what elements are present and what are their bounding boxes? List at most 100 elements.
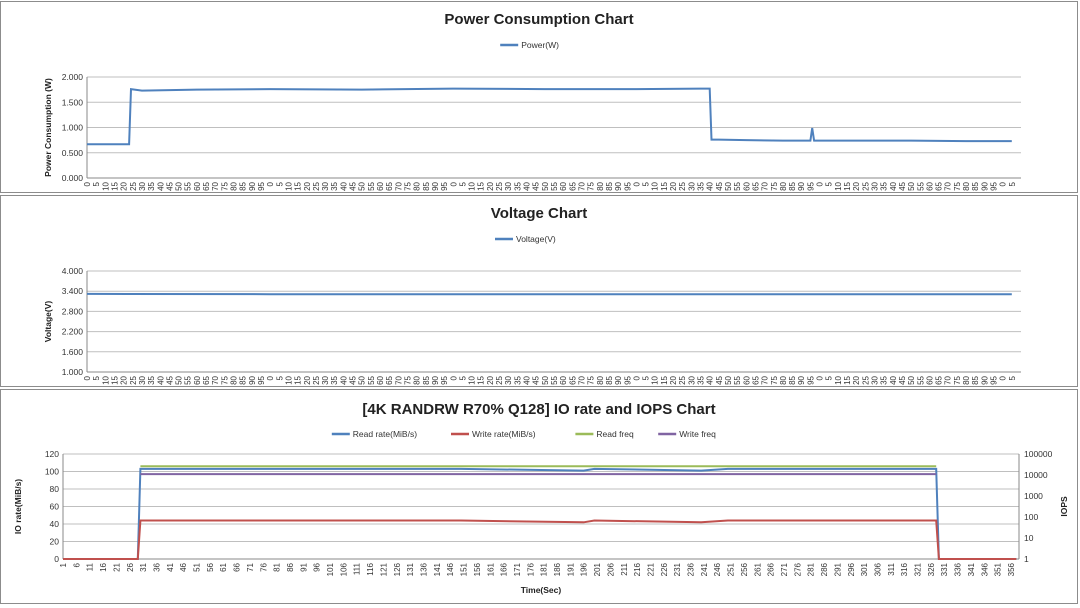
x-tick-label: 85 bbox=[605, 181, 614, 190]
x-tick-label: 271 bbox=[780, 562, 789, 576]
x-tick-label: 25 bbox=[678, 375, 687, 384]
x-tick-label: 20 bbox=[852, 181, 861, 190]
x-tick-label: 10 bbox=[834, 375, 843, 384]
x-tick-label: 0 bbox=[266, 375, 275, 380]
x-tick-label: 60 bbox=[193, 181, 202, 190]
x-tick-label: 146 bbox=[446, 562, 455, 576]
x-tick-label: 15 bbox=[660, 181, 669, 190]
x-tick-label: 5 bbox=[642, 181, 651, 186]
y-axis-label: Voltage(V) bbox=[43, 301, 53, 343]
x-tick-label: 90 bbox=[980, 181, 989, 190]
x-tick-label: 55 bbox=[550, 181, 559, 190]
x-tick-label: 20 bbox=[120, 181, 129, 190]
x-tick-label: 331 bbox=[940, 562, 949, 576]
y-axis-label: IO rate(MiB/s) bbox=[13, 479, 23, 534]
x-tick-label: 5 bbox=[642, 375, 651, 380]
x-tick-label: 85 bbox=[422, 181, 431, 190]
x-tick-label: 206 bbox=[606, 562, 615, 576]
x-tick-label: 35 bbox=[147, 375, 156, 384]
legend-label: Read rate(MiB/s) bbox=[353, 429, 417, 439]
x-tick-label: 15 bbox=[294, 375, 303, 384]
x-tick-label: 10 bbox=[651, 375, 660, 384]
x-tick-label: 60 bbox=[925, 181, 934, 190]
x-tick-label: 156 bbox=[473, 562, 482, 576]
y-tick-label: 120 bbox=[45, 449, 59, 459]
x-tick-label: 141 bbox=[433, 562, 442, 576]
x-tick-label: 85 bbox=[239, 375, 248, 384]
x-tick-label: 70 bbox=[944, 375, 953, 384]
x-tick-label: 90 bbox=[248, 181, 257, 190]
x-tick-label: 90 bbox=[614, 181, 623, 190]
x-tick-label: 45 bbox=[165, 181, 174, 190]
x-tick-label: 35 bbox=[513, 181, 522, 190]
x-tick-label: 55 bbox=[550, 375, 559, 384]
x-tick-label: 201 bbox=[593, 562, 602, 576]
x-tick-label: 90 bbox=[431, 181, 440, 190]
x-tick-label: 15 bbox=[477, 375, 486, 384]
x-tick-label: 30 bbox=[138, 375, 147, 384]
x-tick-label: 86 bbox=[286, 562, 295, 571]
x-tick-label: 25 bbox=[861, 181, 870, 190]
x-tick-label: 40 bbox=[706, 375, 715, 384]
x-tick-label: 45 bbox=[532, 375, 541, 384]
x-tick-label: 75 bbox=[770, 375, 779, 384]
x-tick-label: 70 bbox=[211, 181, 220, 190]
x-tick-label: 176 bbox=[526, 562, 535, 576]
x-tick-label: 15 bbox=[660, 375, 669, 384]
x-tick-label: 75 bbox=[953, 181, 962, 190]
x-tick-label: 85 bbox=[239, 181, 248, 190]
x-tick-label: 10 bbox=[468, 375, 477, 384]
y-tick-label: 40 bbox=[50, 519, 60, 529]
x-tick-label: 80 bbox=[962, 181, 971, 190]
x-tick-label: 106 bbox=[339, 562, 348, 576]
x-tick-label: 5 bbox=[458, 181, 467, 186]
x-tick-label: 5 bbox=[1008, 375, 1017, 380]
x-tick-label: 25 bbox=[129, 375, 138, 384]
x-tick-label: 65 bbox=[935, 181, 944, 190]
x-tick-label: 40 bbox=[339, 375, 348, 384]
x-tick-label: 50 bbox=[907, 375, 916, 384]
x-tick-label: 216 bbox=[633, 562, 642, 576]
x-tick-label: 65 bbox=[751, 375, 760, 384]
x-tick-label: 40 bbox=[889, 375, 898, 384]
series-line-power-w bbox=[87, 89, 1012, 145]
x-tick-label: 10 bbox=[651, 181, 660, 190]
chart-title: Voltage Chart bbox=[491, 205, 587, 222]
y2-tick-label: 100000 bbox=[1024, 449, 1053, 459]
x-tick-label: 55 bbox=[367, 375, 376, 384]
x-tick-label: 65 bbox=[751, 181, 760, 190]
x-tick-label: 45 bbox=[349, 375, 358, 384]
x-tick-label: 45 bbox=[715, 375, 724, 384]
x-tick-label: 56 bbox=[206, 562, 215, 571]
x-tick-label: 101 bbox=[326, 562, 335, 576]
x-tick-label: 116 bbox=[366, 562, 375, 575]
x-tick-label: 60 bbox=[559, 375, 568, 384]
x-tick-label: 161 bbox=[486, 562, 495, 576]
x-tick-label: 45 bbox=[715, 181, 724, 190]
x-tick-label: 45 bbox=[898, 375, 907, 384]
x-tick-label: 306 bbox=[873, 562, 882, 576]
x-tick-label: 261 bbox=[753, 562, 762, 576]
x-tick-label: 25 bbox=[495, 181, 504, 190]
x-tick-label: 85 bbox=[605, 375, 614, 384]
x-tick-label: 60 bbox=[376, 375, 385, 384]
x-tick-label: 51 bbox=[193, 562, 202, 571]
x-tick-label: 35 bbox=[880, 375, 889, 384]
x-tick-label: 95 bbox=[257, 375, 266, 384]
x-tick-label: 316 bbox=[900, 562, 909, 576]
x-tick-label: 75 bbox=[220, 181, 229, 190]
x-tick-label: 25 bbox=[129, 181, 138, 190]
x-tick-label: 55 bbox=[184, 181, 193, 190]
x-tick-label: 35 bbox=[697, 375, 706, 384]
x-tick-label: 351 bbox=[994, 562, 1003, 576]
x-tick-label: 5 bbox=[275, 375, 284, 380]
x-tick-label: 10 bbox=[101, 375, 110, 384]
y-tick-label: 60 bbox=[50, 502, 60, 512]
x-tick-label: 90 bbox=[980, 375, 989, 384]
x-tick-label: 70 bbox=[394, 181, 403, 190]
x-tick-label: 95 bbox=[806, 181, 815, 190]
y-axis-label: Power Consumption (W) bbox=[43, 78, 53, 177]
x-tick-label: 25 bbox=[495, 375, 504, 384]
x-tick-label: 96 bbox=[313, 562, 322, 571]
